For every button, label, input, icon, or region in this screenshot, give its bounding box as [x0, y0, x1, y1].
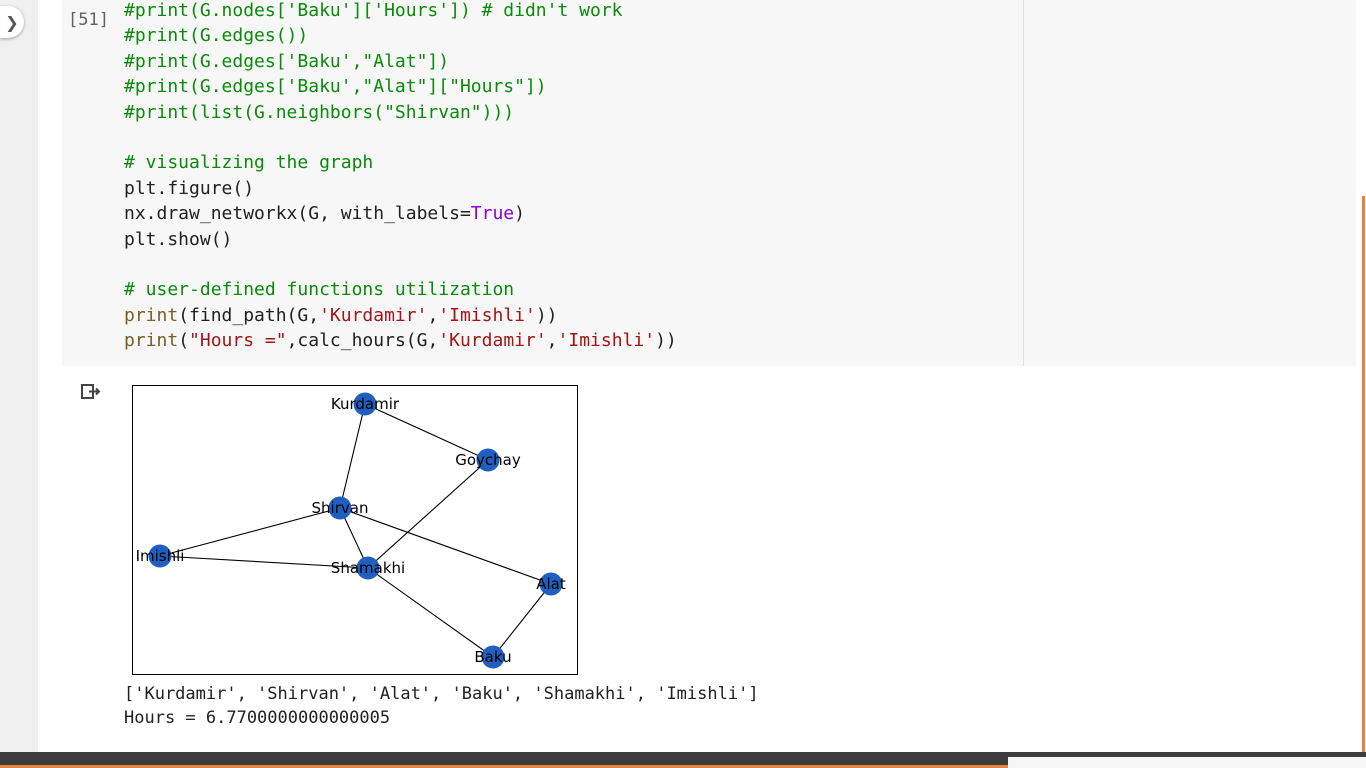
graph-node-label: Kurdamir — [331, 395, 400, 413]
graph-edge — [159, 507, 341, 557]
code-token: ) — [514, 203, 525, 225]
code-line[interactable]: print(find_path(G,'Kurdamir','Imishli')) — [124, 303, 677, 328]
code-token: plt.figure() — [124, 177, 255, 199]
graph-canvas: KurdamirGoychayShirvanImishliShamakhiAla… — [136, 392, 566, 669]
code-line[interactable]: plt.show() — [124, 227, 677, 252]
left-gutter — [0, 0, 38, 752]
graph-edge — [367, 567, 494, 658]
graph-node — [356, 556, 380, 580]
code-line[interactable]: #print(G.nodes['Baku']['Hours']) # didn'… — [124, 0, 677, 23]
code-token: #print(G.edges['Baku',"Alat"]["Hours"]) — [124, 76, 547, 98]
code-line[interactable]: plt.figure() — [124, 176, 677, 201]
code-line[interactable]: # visualizing the graph — [124, 150, 677, 175]
graph-node — [148, 544, 172, 568]
output-line-path: ['Kurdamir', 'Shirvan', 'Alat', 'Baku', … — [124, 684, 759, 704]
code-token: )) — [535, 304, 558, 326]
bottom-progress-bar — [0, 765, 1008, 768]
chevron-right-icon: ❯ — [5, 12, 19, 32]
code-token: (find_path(G, — [178, 304, 320, 326]
output-text: ['Kurdamir', 'Shirvan', 'Alat', 'Baku', … — [124, 683, 759, 730]
code-line[interactable]: print("Hours =",calc_hours(G,'Kurdamir',… — [124, 328, 677, 353]
graph-edge — [367, 459, 489, 569]
code-line[interactable] — [124, 252, 677, 277]
code-token: 'Imishli' — [557, 330, 656, 352]
graph-edge — [492, 583, 552, 658]
sidebar-expand-button[interactable]: ❯ — [0, 6, 24, 38]
graph-edges — [159, 403, 552, 658]
graph-node — [328, 496, 352, 520]
code-token: print — [124, 330, 179, 352]
scrollbar-thumb[interactable] — [1362, 196, 1365, 756]
code-token: #print(G.nodes['Baku']['Hours']) # didn'… — [124, 0, 623, 21]
code-line[interactable]: nx.draw_networkx(G, with_labels=True) — [124, 201, 677, 226]
code-text[interactable]: #print(G.nodes['Baku']['Hours']) # didn'… — [124, 0, 677, 353]
code-line[interactable]: #print(G.edges['Baku',"Alat"]) — [124, 49, 677, 74]
code-line[interactable]: # user-defined functions utilization — [124, 277, 677, 302]
graph-node — [539, 572, 563, 596]
output-line-hours: Hours = 6.7700000000000005 — [124, 707, 391, 728]
graph-node-label: Shamakhi — [331, 559, 405, 577]
code-token: True — [470, 203, 515, 225]
code-token: # visualizing the graph — [124, 152, 374, 174]
code-line[interactable] — [124, 125, 677, 150]
scrollbar-track[interactable] — [1356, 0, 1366, 752]
graph-edge — [339, 403, 366, 509]
code-token: , — [427, 304, 439, 326]
code-token: 'Kurdamir' — [319, 304, 428, 326]
code-token: print — [124, 304, 179, 326]
graph-node-label: Shirvan — [312, 499, 369, 517]
code-token: #print(G.edges['Baku',"Alat"]) — [124, 50, 450, 72]
code-cell-editor[interactable] — [62, 0, 1023, 366]
graph-nodes — [148, 392, 563, 669]
graph-node-label: Alat — [536, 575, 566, 593]
code-token: ,calc_hours(G, — [286, 330, 439, 352]
graph-node-label: Imishli — [136, 547, 185, 565]
graph-labels: KurdamirGoychayShirvanImishliShamakhiAla… — [136, 395, 566, 666]
code-token: #print(list(G.neighbors("Shirvan"))) — [124, 101, 515, 123]
code-token: , — [546, 330, 558, 352]
code-token: plt.show() — [124, 228, 233, 250]
output-icon[interactable] — [80, 382, 102, 402]
code-line[interactable]: #print(list(G.neighbors("Shirvan"))) — [124, 100, 677, 125]
code-token: 'Imishli' — [438, 304, 536, 326]
code-token: # user-defined functions utilization — [124, 279, 515, 301]
code-token: 'Kurdamir' — [438, 330, 547, 352]
graph-node — [481, 645, 505, 669]
graph-edge — [339, 507, 552, 585]
bottom-status-right — [1008, 757, 1366, 768]
graph-node — [476, 448, 500, 472]
code-cell-right-margin — [1023, 0, 1357, 366]
graph-node — [353, 392, 377, 416]
code-token: ( — [178, 330, 190, 352]
code-token: )) — [655, 330, 677, 352]
code-token: nx.draw_networkx(G, with_labels= — [124, 203, 471, 225]
code-token: "Hours =" — [189, 330, 287, 352]
graph-edge — [364, 403, 489, 461]
graph-edge — [159, 555, 369, 569]
graph-node-label: Goychay — [455, 451, 521, 469]
code-line[interactable]: #print(G.edges['Baku',"Alat"]["Hours"]) — [124, 74, 677, 99]
execution-count: [51] — [68, 10, 109, 30]
code-token: #print(G.edges()) — [124, 25, 309, 47]
graph-node-label: Baku — [474, 648, 511, 666]
code-line[interactable]: #print(G.edges()) — [124, 23, 677, 48]
